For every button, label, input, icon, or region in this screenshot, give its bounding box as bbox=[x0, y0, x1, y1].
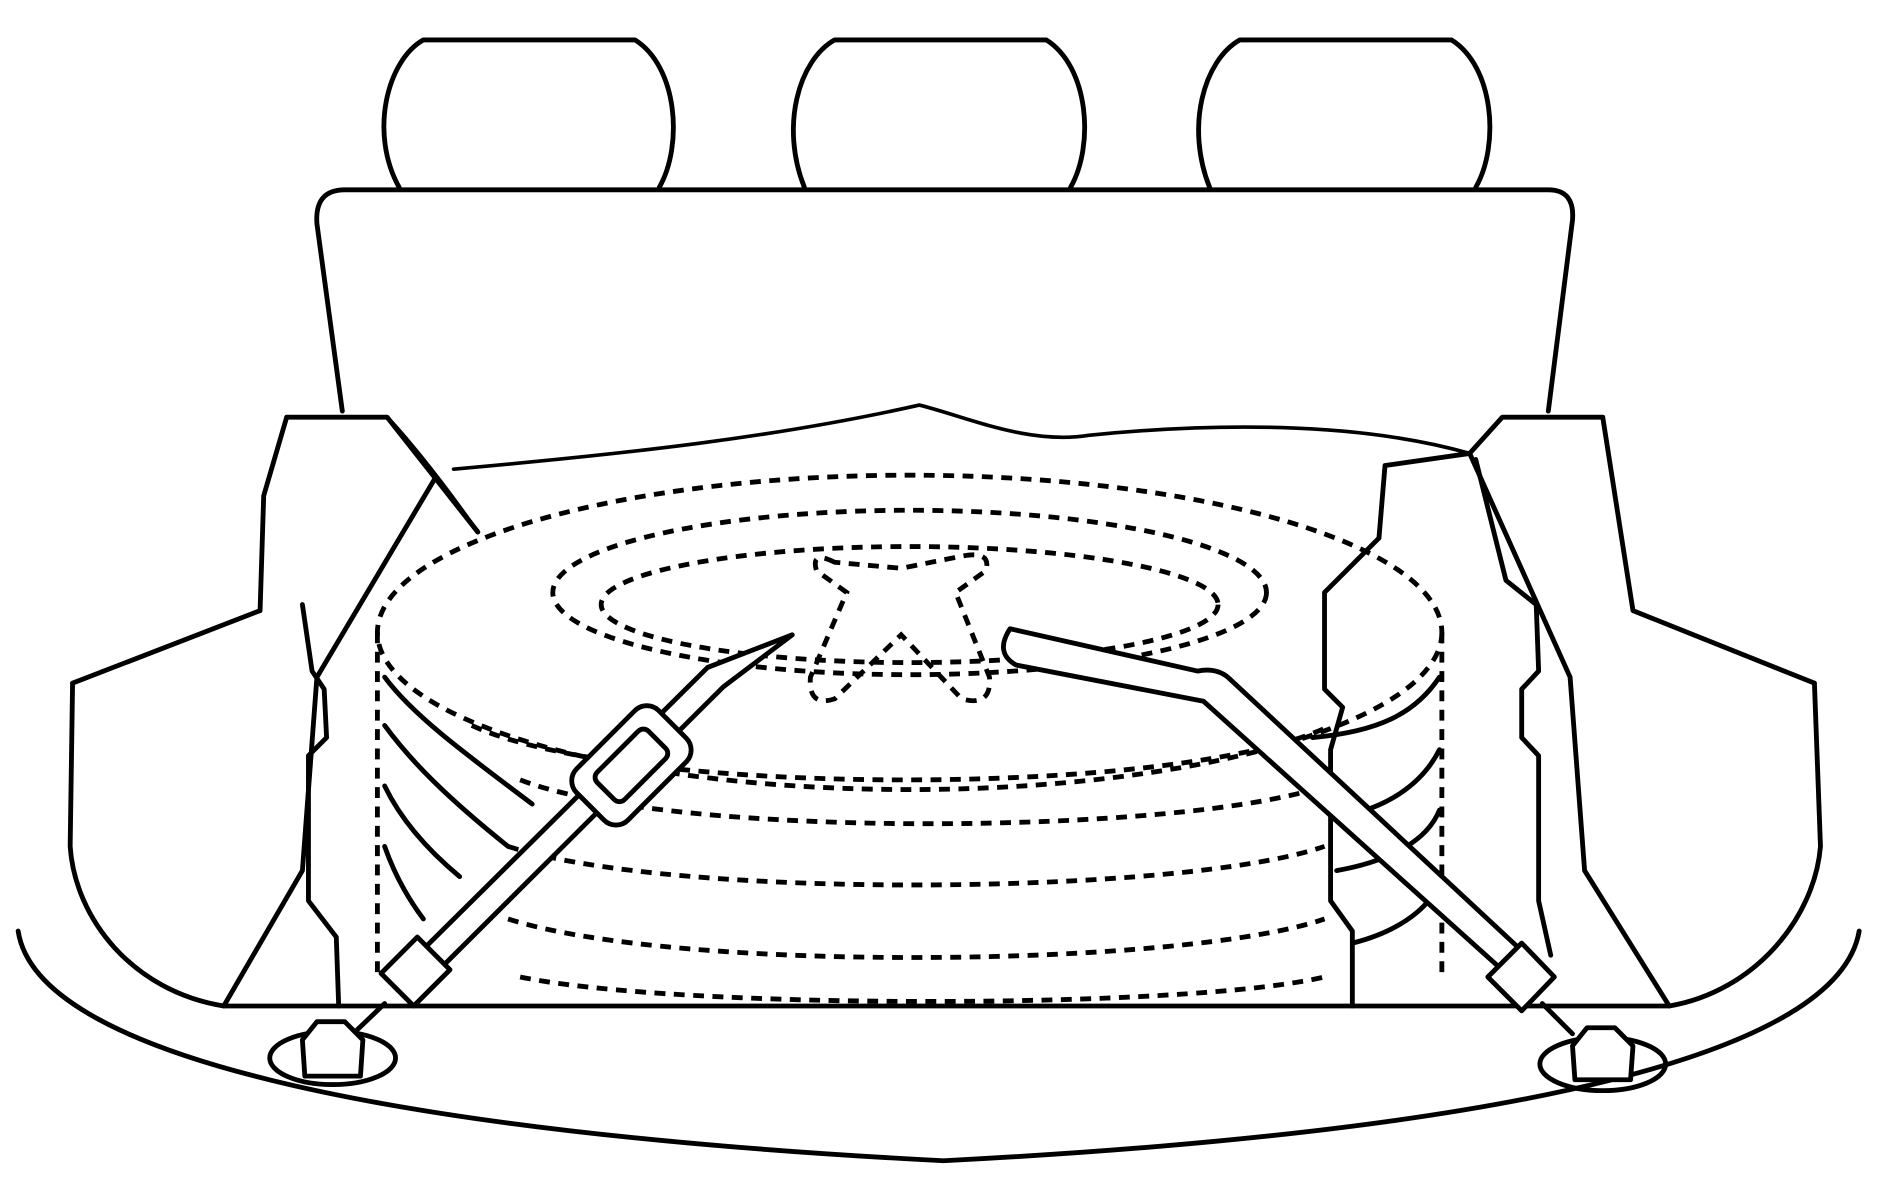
trunk-cover-edge bbox=[451, 403, 1472, 471]
left-anchor-hook bbox=[267, 1019, 398, 1088]
rear-bumper bbox=[15, 928, 1862, 1164]
rear-seatback bbox=[314, 187, 1576, 414]
spare-tire bbox=[374, 472, 1445, 1004]
right-anchor-hook bbox=[1537, 1025, 1669, 1094]
left-tie-down-strap bbox=[354, 632, 795, 1033]
right-tie-down-strap bbox=[1001, 626, 1575, 1037]
headrest-center bbox=[791, 37, 1088, 190]
headrests bbox=[381, 37, 1493, 190]
left-side-trim bbox=[67, 414, 481, 1009]
headrest-right bbox=[1196, 37, 1493, 190]
headrest-left bbox=[381, 37, 676, 190]
right-side-trim bbox=[1322, 414, 1823, 1009]
